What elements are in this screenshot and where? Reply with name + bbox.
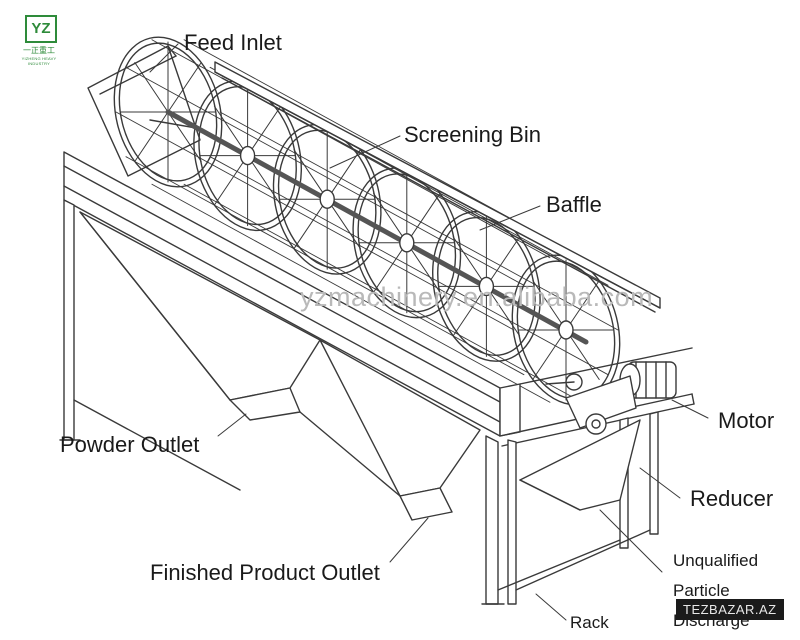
label-finished-product-outlet: Finished Product Outlet — [150, 560, 380, 585]
label-powder-outlet: Powder Outlet — [60, 432, 200, 457]
baffle-cover — [214, 61, 661, 313]
feed-inlet-chute — [87, 45, 201, 177]
label-baffle: Baffle — [546, 192, 602, 217]
drum-shaft — [165, 109, 589, 345]
drum-rod — [151, 183, 551, 403]
drum-rod — [151, 39, 551, 259]
label-rack: Rack — [570, 613, 609, 632]
shaft-hub — [478, 276, 495, 297]
shaft-hub — [239, 145, 256, 166]
hoppers — [79, 211, 641, 521]
label-screening-bin: Screening Bin — [404, 122, 541, 147]
label-unqualified-line2: Particle — [673, 581, 730, 600]
label-unqualified-line1: Unqualified — [673, 551, 759, 570]
drum-rod — [115, 111, 515, 331]
trough-frame — [63, 151, 695, 447]
watermark-text: yzmachinery.en.alibaba.com — [300, 282, 654, 312]
shaft-hub — [319, 189, 335, 209]
label-feed-inlet: Feed Inlet — [184, 30, 282, 55]
label-motor: Motor — [718, 408, 775, 433]
source-badge: TEZBAZAR.AZ — [676, 599, 784, 620]
shaft-hub — [558, 320, 574, 340]
shaft-hub — [399, 233, 415, 253]
drum-rod — [209, 156, 609, 376]
logo-chinese-text: 一正重工 — [23, 46, 55, 55]
drum-ring — [272, 123, 382, 275]
drum-rod — [125, 66, 525, 286]
label-reducer: Reducer — [690, 486, 774, 511]
brand-logo: YZ 一正重工 YIZHENG HEAVY INDUSTRY — [12, 12, 66, 66]
leader-lines — [149, 43, 709, 621]
drum-rod — [183, 183, 583, 403]
logo-english-text: YIZHENG HEAVY INDUSTRY — [21, 56, 57, 66]
drum-rod — [219, 111, 619, 331]
drum-ring — [352, 167, 462, 319]
drive-unit — [545, 361, 677, 435]
logo-mark: YZ — [25, 15, 57, 43]
drum-rod — [125, 156, 525, 376]
rack — [59, 199, 659, 605]
